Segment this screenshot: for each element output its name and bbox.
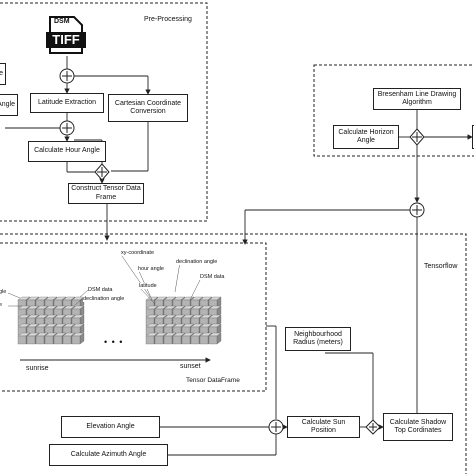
- latitude-extraction-box: Latitude Extraction: [30, 93, 104, 113]
- cut-tag-left-1: gle: [0, 289, 7, 295]
- calc-shadow-top-box: Calculate Shadow Top Cordinates: [383, 413, 453, 441]
- calc-azimuth-label: Calculate Azimuth Angle: [70, 450, 147, 458]
- calc-sun-position-label: Calculate Sun Position: [301, 418, 346, 434]
- latitude-extraction-label: Latitude Extraction: [38, 98, 96, 106]
- cut-box-top-left: le: [0, 63, 6, 85]
- calc-hour-angle-box: Calculate Hour Angle: [28, 141, 106, 162]
- tensor-cube: [71, 323, 85, 336]
- tiff-label-text: TIFF: [52, 32, 80, 47]
- junction-horizon: [409, 128, 425, 146]
- dsm-data-tag-right: DSM data: [200, 274, 225, 280]
- tiff-file-icon: DSM TIFF: [44, 15, 88, 55]
- tensor-cube: [208, 323, 222, 336]
- ellipsis: • • •: [104, 337, 124, 347]
- neighbourhood-radius-label: Neighbourhood Radius (meters): [293, 330, 343, 346]
- bresenham-label: Bresenham Line Drawing Algorithm: [377, 90, 457, 106]
- horizon-connectors: [242, 110, 473, 418]
- sunset-label: sunset: [180, 363, 201, 370]
- preprocessing-frame: [0, 2, 208, 222]
- cartesian-conversion-label: Cartesian Coordinate Conversion: [114, 99, 182, 115]
- annotation-leaders: [7, 255, 201, 307]
- cut-box-mid-left: Angle: [0, 94, 18, 116]
- tensor-cube: [71, 332, 85, 345]
- cut-box-top-left-label: le: [0, 69, 3, 77]
- hour-angle-tag: hour angle: [138, 266, 164, 272]
- construct-tensor-label: Construct Tensor Data Frame: [71, 185, 141, 201]
- junction-sun-position: [268, 419, 284, 435]
- calc-azimuth-box: Calculate Azimuth Angle: [49, 444, 168, 466]
- bresenham-box: Bresenham Line Drawing Algorithm: [373, 88, 461, 110]
- tensor-cube: [208, 296, 222, 309]
- sunrise-label: sunrise: [26, 365, 49, 372]
- cut-box-right: [472, 125, 474, 149]
- cube-grid-right: [145, 296, 222, 345]
- latitude-tag: latitude: [139, 283, 157, 289]
- junction-3: [94, 163, 110, 181]
- neighbourhood-radius-box: Neighbourhood Radius (meters): [285, 327, 351, 351]
- calc-sun-position-box: Calculate Sun Position: [287, 416, 360, 438]
- tensorflow-title: Tensorflow: [424, 263, 458, 270]
- calc-shadow-top-label: Calculate Shadow Top Cordinates: [389, 418, 447, 434]
- horizon-frame: [313, 64, 474, 157]
- tensor-cube: [71, 305, 85, 318]
- junction-2: [59, 120, 75, 136]
- elevation-angle-label: Elevation Angle: [86, 422, 135, 430]
- cut-box-mid-left-label: Angle: [0, 100, 15, 108]
- junction-shadow: [365, 419, 381, 435]
- xy-coordinate-tag: xy-coordinate: [121, 250, 155, 256]
- tensorflow-frame: [0, 233, 467, 474]
- tensor-cube: [208, 305, 222, 318]
- calc-hour-angle-label: Calculate Hour Angle: [34, 147, 100, 155]
- elevation-angle-box: Elevation Angle: [61, 416, 160, 438]
- declination-angle-tag-left: declination angle: [83, 296, 125, 302]
- junction-tensorflow-top: [409, 202, 425, 218]
- cartesian-conversion-box: Cartesian Coordinate Conversion: [108, 94, 188, 122]
- dsm-data-tag-left: DSM data: [88, 287, 113, 293]
- tiff-dsm-text: DSM: [54, 18, 70, 25]
- junction-1: [59, 68, 75, 84]
- tensor-cube: [71, 314, 85, 327]
- tensor-cube: [208, 332, 222, 345]
- tensor-cube: [208, 314, 222, 327]
- declination-angle-tag-right: declination angle: [176, 259, 218, 265]
- construct-tensor-box: Construct Tensor Data Frame: [68, 183, 144, 204]
- calc-horizon-box: Calculate Horizon Angle: [333, 125, 399, 149]
- preprocessing-title: Pre-Processing: [144, 16, 192, 23]
- tensorflow-connectors: [160, 325, 418, 456]
- cube-grid-left: [17, 296, 85, 345]
- tensor-dataframe-frame: [0, 242, 267, 392]
- tensor-dataframe-caption: Tensor DataFrame: [186, 377, 240, 384]
- calc-horizon-label: Calculate Horizon Angle: [338, 128, 394, 144]
- cut-tag-left-2: e: [0, 302, 3, 308]
